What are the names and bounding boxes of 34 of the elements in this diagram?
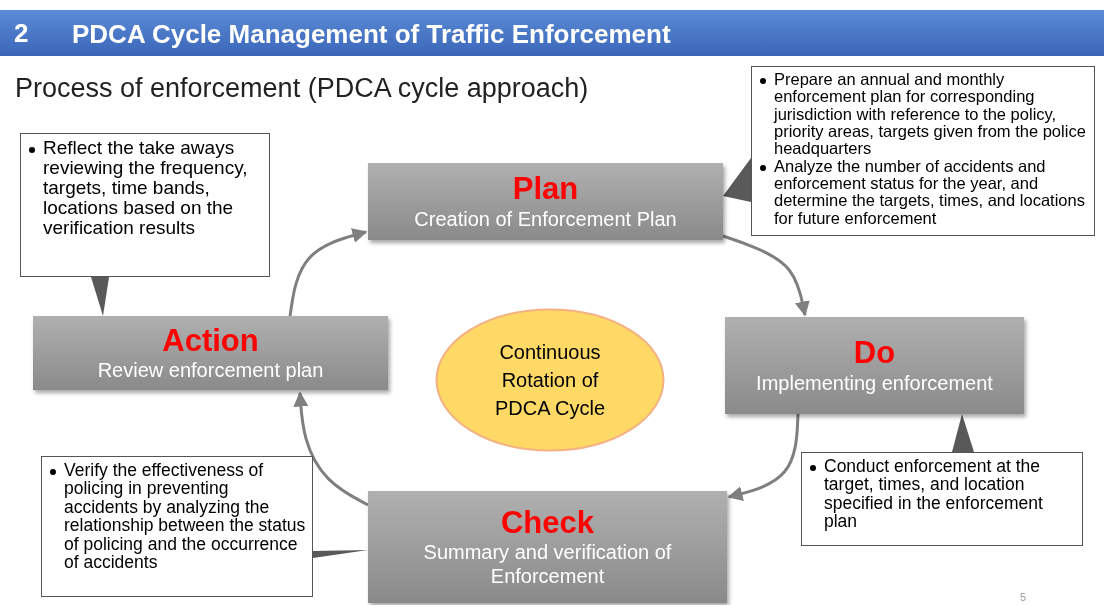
callout-pointer [313,550,368,558]
bullet-text: Verify the effectiveness of policing in preventing accidents by analyzing the relationship between the status of policing and the occurrence of accidents [64,461,306,572]
callout-box [801,452,1083,546]
callout-pointer [723,158,751,202]
callout-pointer [91,277,109,316]
stage-title: Plan [512,172,579,207]
cycle-arrow [727,413,800,501]
bullet-text: Conduct enforcement at the target, times, and location specified in the enforcement plan [824,457,1044,531]
stage-description: Implementing enforcement [756,370,993,395]
cycle-arrow [722,234,810,317]
stage-box [33,316,388,390]
stage-title: Check [500,505,594,541]
cycle-arrow [288,228,368,317]
callout-pointer [952,414,974,452]
center-text: Continuous Rotation of PDCA Cycle [494,340,606,421]
bullet-text: Reflect the take aways reviewing the frequency, targets, time bands, locations based on the verification results [43,138,249,238]
stage-description: Review enforcement plan [97,358,324,383]
cycle-arrow [293,391,369,507]
section-number: 2 [14,19,29,48]
stage-title: Action [162,323,259,359]
stage-box [725,317,1024,414]
stage-box [368,163,723,240]
stage-box [368,491,727,603]
stage-description: Summary and verification of Enforcement [422,540,673,589]
bullet-text: Prepare an annual and monthly enforcement plan for corresponding jurisdiction with reference to the policy, priority areas, targets given from the police headquarters [774,71,1087,158]
subtitle: Process of enforcement (PDCA cycle approach) [15,74,589,104]
callout-box [41,456,313,597]
page-number: 5 [1020,591,1027,604]
callout-box [751,66,1095,236]
stage-title: Do [853,336,896,371]
stage-description: Creation of Enforcement Plan [414,206,677,231]
callout-box [20,133,270,277]
bullet-text: Analyze the number of accidents and enforcement status for the year, and determine the targets, times, and locations for future enforcement [774,157,1086,227]
heading: PDCA Cycle Management of Traffic Enforcement [72,19,671,50]
